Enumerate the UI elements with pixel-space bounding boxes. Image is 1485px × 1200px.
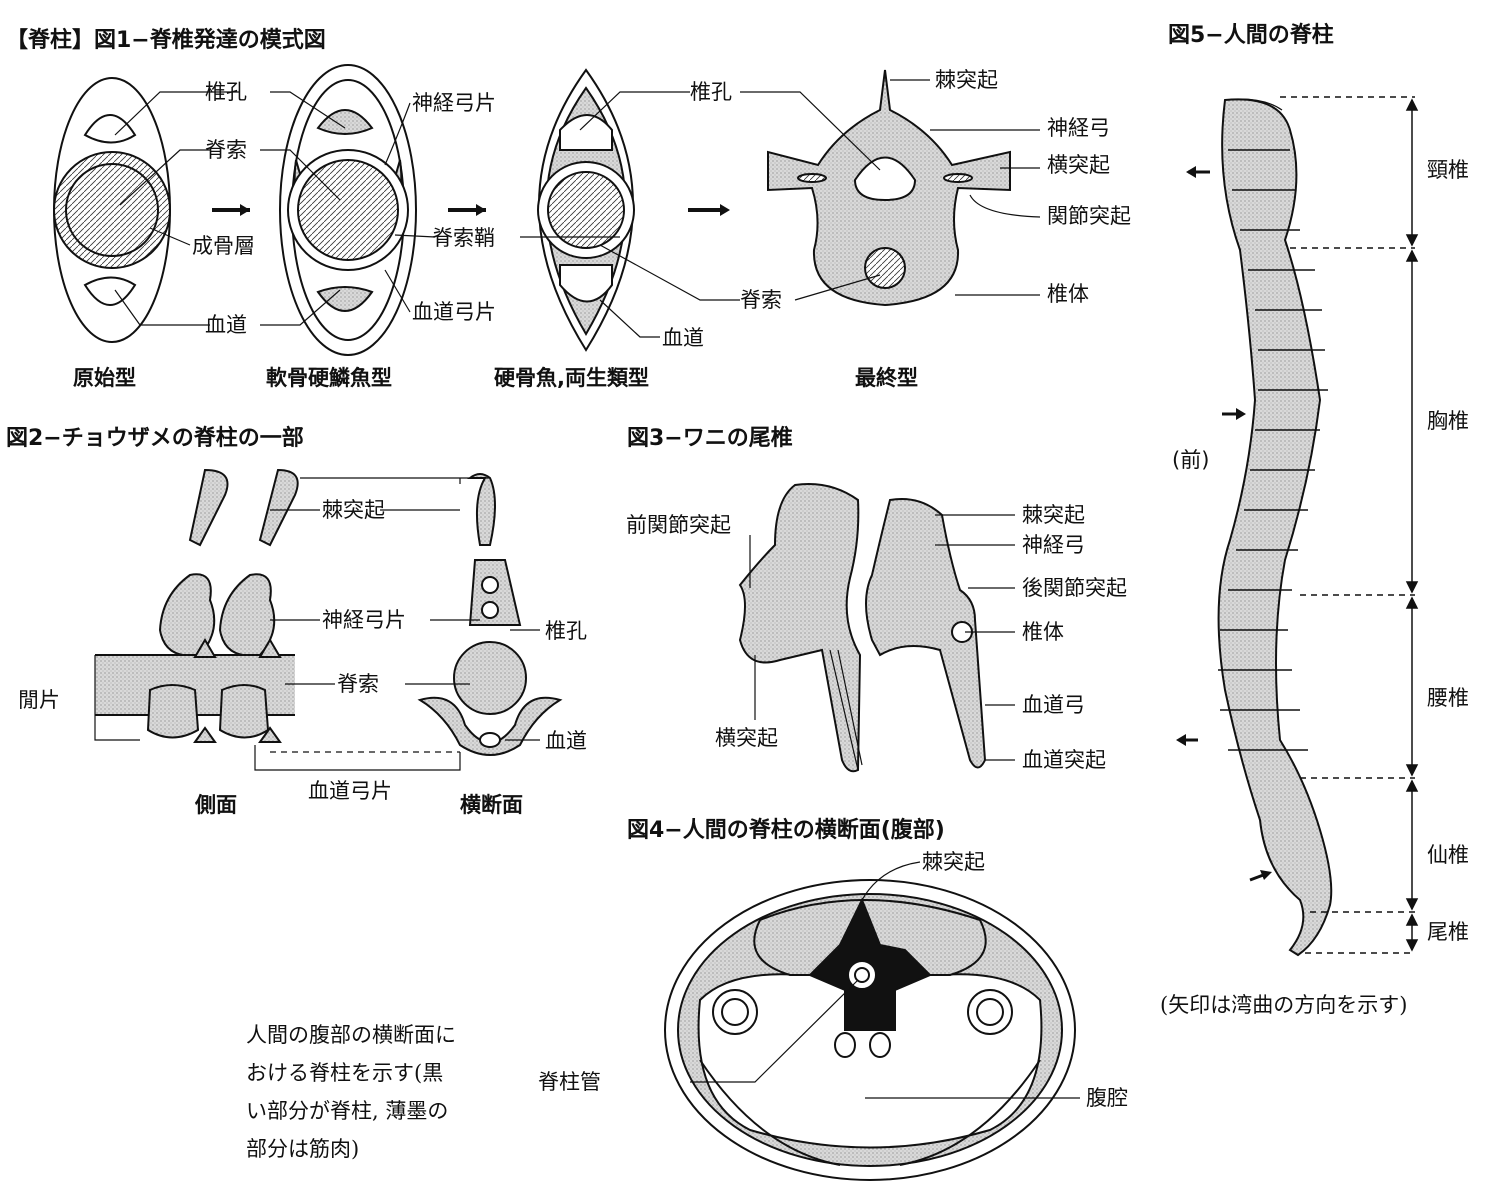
fig2-label-vertebral-foramen: 椎孔 xyxy=(545,619,587,643)
fig5-region-cervical: 頸椎 xyxy=(1427,158,1469,182)
fig1-label-notochord-sheath: 脊索鞘 xyxy=(432,226,495,250)
fig5-region-lumbar: 腰椎 xyxy=(1427,686,1469,710)
fig1-label-hemal-arch-piece: 血道弓片 xyxy=(412,300,496,324)
fig1-teleost-amphibian-type xyxy=(537,68,635,352)
fig3-label-hemal-process: 血道突起 xyxy=(1022,748,1106,772)
fig4-label-abdominal-cavity: 腹腔 xyxy=(1086,1086,1128,1110)
fig5-title: 図5−人間の脊柱 xyxy=(1168,23,1334,48)
fig3-label-vertebral-body: 椎体 xyxy=(1022,620,1064,644)
fig5-region-sacral: 仙椎 xyxy=(1427,843,1469,867)
fig3-label-pre-zygapophysis: 前関節突起 xyxy=(626,513,731,537)
fig2-label-neural-arch-piece: 神経弓片 xyxy=(322,608,406,632)
fig1-label-spinous-process: 棘突起 xyxy=(935,68,998,92)
fig1-label-vertebral-foramen-2: 椎孔 xyxy=(690,80,732,104)
fig2-label-intercalary: 閒片 xyxy=(18,688,60,712)
fig4-title: 図4−人間の脊柱の横断面(腹部) xyxy=(627,818,945,843)
fig3-label-post-zygapophysis: 後関節突起 xyxy=(1022,576,1127,600)
fig4-note-line-2: おける脊柱を示す(黒 xyxy=(246,1061,444,1085)
fig1-title: 【脊柱】図1−脊椎発達の模式図 xyxy=(6,28,326,53)
fig2-side-view xyxy=(94,468,299,743)
fig1-label-transverse-process: 横突起 xyxy=(1047,153,1110,177)
fig4-note-line-3: い部分が脊柱, 薄墨の xyxy=(246,1099,449,1123)
fig1-label-hemal-canal-2: 血道 xyxy=(662,326,704,350)
fig3-title: 図3−ワニの尾椎 xyxy=(627,426,793,451)
fig1-final-type xyxy=(767,69,1011,307)
fig1-label-neural-arch-piece: 神経弓片 xyxy=(412,91,496,115)
fig1-label-osteogenic-layer: 成骨層 xyxy=(192,234,255,258)
fig1-label-notochord: 脊索 xyxy=(205,138,247,162)
fig4-label-spinal-canal: 脊柱管 xyxy=(538,1070,601,1094)
fig4-cross-section xyxy=(664,879,1076,1181)
fig2-cross-section xyxy=(417,473,563,756)
fig2-label-hemal-canal: 血道 xyxy=(545,729,587,753)
fig2-label-notochord: 脊索 xyxy=(337,672,379,696)
fig5-human-spine xyxy=(1217,98,1333,957)
fig3-label-spinous-process: 棘突起 xyxy=(1022,503,1085,527)
fig5-region-coccygeal: 尾椎 xyxy=(1427,920,1469,944)
fig1-label-notochord-2: 脊索 xyxy=(740,288,782,312)
fig4-note-line-1: 人間の腹部の横断面に xyxy=(246,1023,456,1047)
fig1-label-hemal-canal: 血道 xyxy=(205,313,247,337)
fig1-label-vertebral-foramen: 椎孔 xyxy=(205,80,247,104)
fig1-caption-chondrostean: 軟骨硬鱗魚型 xyxy=(266,366,392,390)
fig5-label-front: (前) xyxy=(1172,448,1210,472)
fig4-label-spinous-process: 棘突起 xyxy=(922,850,985,874)
fig2-caption-cross: 横断面 xyxy=(460,793,523,817)
fig3-crocodile-vertebrae xyxy=(738,483,987,773)
fig2-title: 図2−チョウザメの脊柱の一部 xyxy=(6,426,304,451)
fig2-label-hemal-arch-piece: 血道弓片 xyxy=(308,779,392,803)
fig1-caption-primitive: 原始型 xyxy=(73,366,136,390)
fig1-label-articular-process: 関節突起 xyxy=(1047,204,1131,228)
fig3-label-neural-arch: 神経弓 xyxy=(1022,533,1085,557)
fig1-caption-teleost: 硬骨魚,両生類型 xyxy=(494,366,649,390)
fig1-primitive-type xyxy=(53,77,171,343)
fig1-label-vertebral-body: 椎体 xyxy=(1047,282,1089,306)
fig5-note: (矢印は湾曲の方向を示す) xyxy=(1160,993,1408,1017)
fig3-label-hemal-arch: 血道弓 xyxy=(1022,693,1085,717)
fig2-label-spinous-process: 棘突起 xyxy=(322,498,385,522)
fig4-note-line-4: 部分は筋肉) xyxy=(246,1137,360,1161)
fig1-label-neural-arch: 神経弓 xyxy=(1047,116,1110,140)
fig3-label-transverse-process: 横突起 xyxy=(715,726,778,750)
fig1-caption-final: 最終型 xyxy=(855,366,918,390)
fig2-caption-side: 側面 xyxy=(195,793,237,817)
fig5-region-thoracic: 胸椎 xyxy=(1427,409,1469,433)
fig1-chondrostean-type xyxy=(279,64,417,356)
